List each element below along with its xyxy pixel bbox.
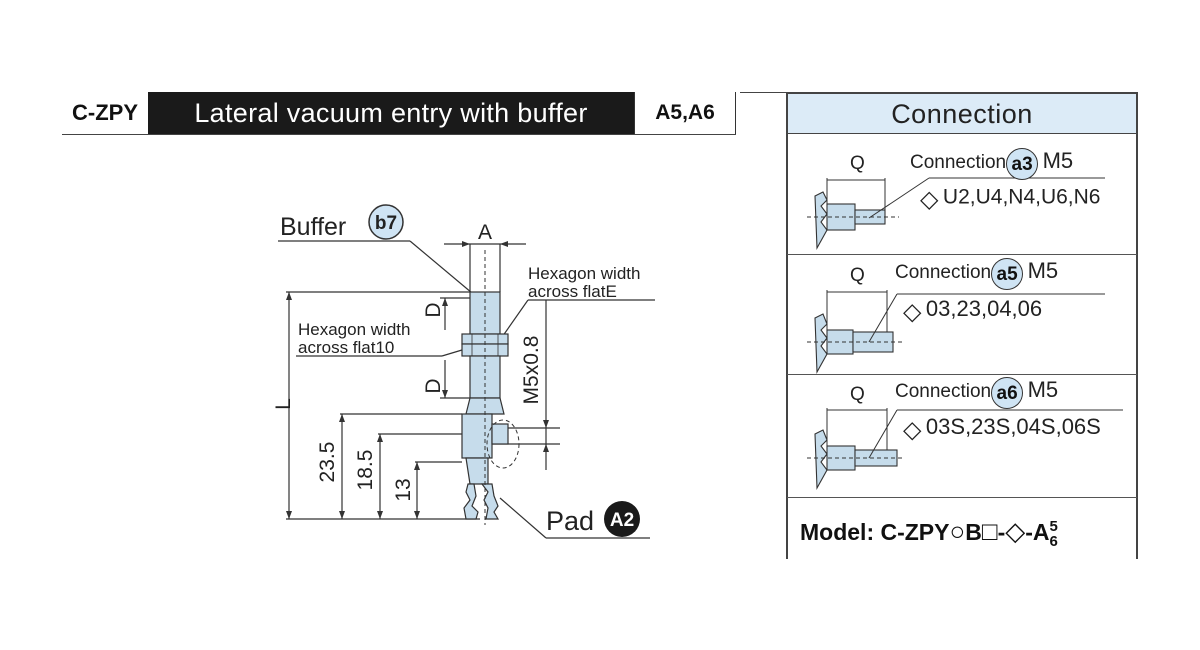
buffer-badge-text: b7 [375, 213, 397, 234]
row3-options-text: 03S,23S,04S,06S [925, 414, 1101, 439]
row2-q-label: Q [850, 265, 865, 286]
technical-drawing: A L 23.5 18.5 13 M5x0.8 D D Hexagon widt… [272, 204, 655, 539]
row1-connection-label: Connection [910, 152, 1007, 174]
model-circle-icon: ○ [949, 516, 966, 546]
row1-diamond-icon: ◇ [920, 186, 939, 213]
row3-fitting [854, 449, 898, 467]
model-b: B [965, 519, 982, 545]
bellows-right [480, 483, 500, 520]
pad-badge-text: A2 [610, 510, 634, 531]
thread-text: M5x0.8 [520, 336, 543, 405]
row1-options-text: U2,U4,N4,U6,N6 [942, 185, 1101, 209]
hex-e-line2: across flatE [528, 282, 617, 301]
row2-diamond-icon: ◇ [903, 298, 922, 326]
model-diamond-icon: ◇ [1005, 516, 1026, 546]
connection-panel-title: Connection [786, 92, 1138, 134]
port-detail-circle [486, 419, 520, 469]
page-title: Lateral vacuum entry with buffer [148, 92, 634, 134]
fitting-sketches [807, 177, 1123, 490]
hex-10-leader [441, 349, 463, 357]
pad-leader [499, 497, 547, 539]
row3-body [814, 429, 828, 490]
header-connector-line [740, 92, 786, 93]
row2-options-text: 03,23,04,06 [925, 296, 1043, 321]
series-code: C-ZPY [72, 100, 138, 125]
row2-connection-label: Connection [895, 262, 992, 284]
model-dash2: -A [1025, 519, 1050, 545]
row3-q-label: Q [850, 384, 865, 405]
row3-connection-label: Connection [895, 381, 992, 403]
connection-panel [786, 92, 1138, 559]
row2-thread: M5 [1027, 258, 1059, 284]
dim-13-text: 13 [392, 478, 415, 501]
model-square-icon: □ [981, 516, 998, 546]
buffer-label: Buffer [280, 213, 346, 241]
row3-options: ◇ 03S,23S,04S,06S [903, 414, 1101, 444]
pad-badge-circle [604, 501, 640, 537]
model-sup: 5 [1049, 517, 1058, 535]
row1-badge: a3 [1006, 148, 1039, 180]
bellows-left [463, 483, 479, 520]
pad-label: Pad [546, 506, 594, 536]
row1-body [814, 191, 828, 250]
dim-d-bottom-text: D [422, 378, 445, 393]
row1-thread: M5 [1042, 148, 1074, 174]
arrowheads [286, 241, 549, 519]
hex-e-leader [499, 299, 529, 341]
hex-e-line1: Hexagon width [528, 264, 640, 283]
row1-q-label: Q [850, 153, 865, 174]
row1-options: ◇ U2,U4,N4,U6,N6 [920, 185, 1100, 214]
hex-10-line1: Hexagon width [298, 320, 410, 339]
model-dash1: - [997, 519, 1006, 545]
dim-d-top-text: D [422, 302, 445, 317]
row3-badge: a6 [991, 377, 1024, 409]
dim-23-5-text: 23.5 [316, 442, 339, 483]
buffer-badge-circle [368, 204, 404, 240]
hex-10-line2: across flat10 [298, 338, 394, 357]
model-sub: 6 [1049, 532, 1058, 550]
row2-badge: a5 [991, 258, 1024, 290]
dim-a-text: A [478, 221, 492, 244]
row-divider-2 [787, 374, 1137, 375]
row2-body [814, 313, 828, 374]
row2-options: ◇ 03,23,04,06 [903, 296, 1042, 326]
model-prefix: Model: C-ZPY [800, 519, 950, 545]
side-port [491, 423, 509, 445]
row3-thread: M5 [1027, 377, 1059, 403]
dim-18-5-text: 18.5 [354, 450, 377, 491]
buffer-leader [409, 240, 479, 299]
pad-sizes: A5,A6 [634, 92, 736, 134]
row3-diamond-icon: ◇ [903, 416, 922, 444]
row-divider-1 [787, 254, 1137, 255]
dim-l-text: L [272, 398, 295, 410]
row-divider-3 [787, 497, 1137, 498]
header-underline [62, 134, 736, 135]
